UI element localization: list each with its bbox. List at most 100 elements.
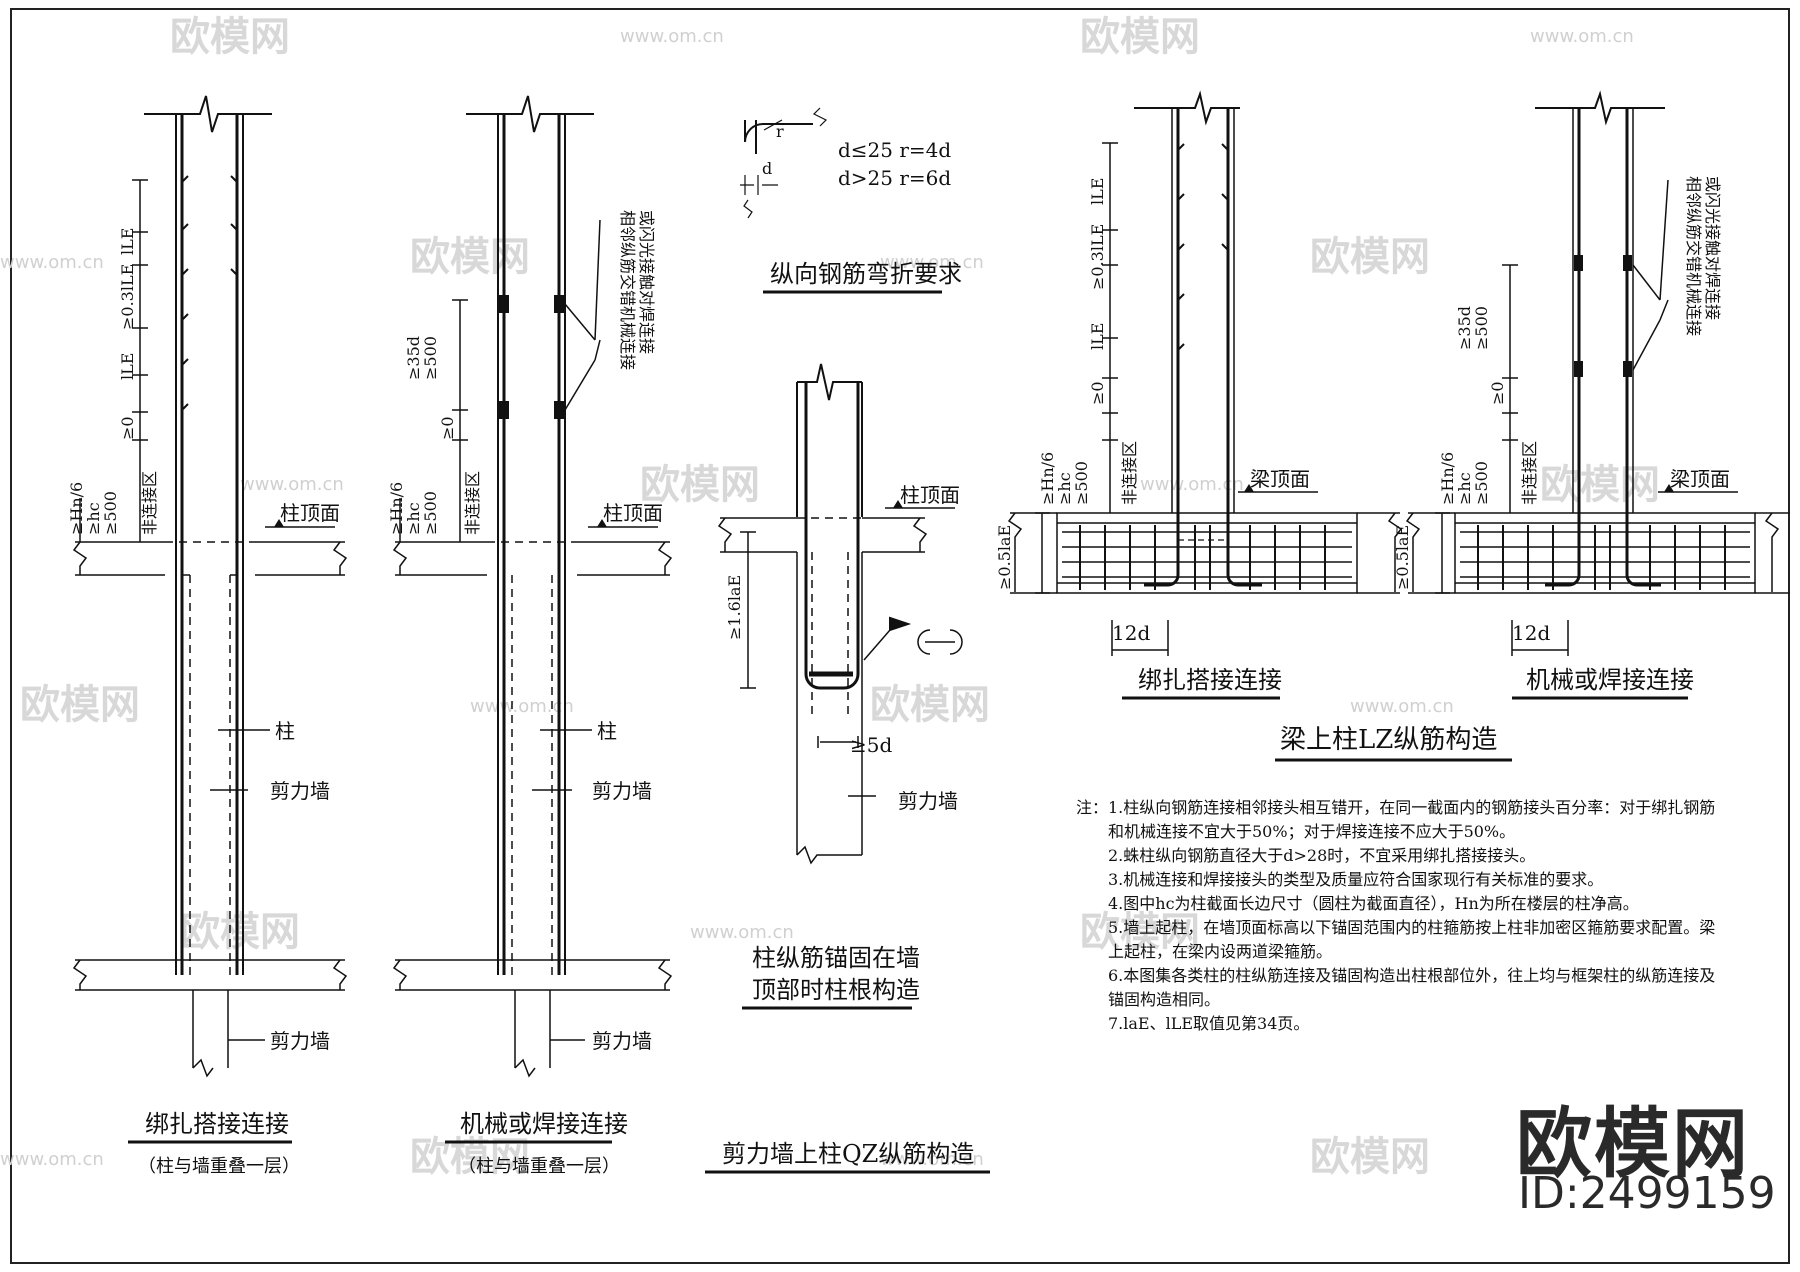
faint-url: www.om.cn: [1350, 696, 1454, 717]
right-a-03lle: ≥0.3lLE: [1088, 224, 1107, 290]
faint-url: www.om.cn: [880, 1149, 984, 1170]
right-a-lle1: lLE: [1088, 323, 1107, 350]
notes-block: 注： 1.柱纵向钢筋连接相邻接头相互错开，在同一截面内的钢筋接头百分率：对于绑扎…: [1076, 796, 1716, 1036]
note-item: 5.墙上起柱，在墙顶面标高以下锚固范围内的柱箍筋按上柱非加密区箍筋要求配置。梁上…: [1108, 918, 1716, 961]
right-a-lle2: lLE: [1088, 178, 1107, 205]
right-a-500: ≥500: [1072, 461, 1091, 505]
note-item: 7.laE、lLE取值见第34页。: [1108, 1014, 1310, 1033]
anchor-wall-label: 剪力墙: [898, 789, 958, 813]
middle-group-title: 剪力墙上柱QZ纵筋构造: [722, 1140, 974, 1168]
bend-r-label: r: [776, 122, 784, 141]
detail-left-mech: [392, 95, 673, 1078]
left-b-label-wall2: 剪力墙: [592, 1029, 652, 1053]
left-b-dim-35d: ≥35d: [404, 336, 423, 380]
faint-url: www.om.cn: [0, 252, 104, 273]
anchor-title-2: 顶部时柱根构造: [752, 976, 920, 1004]
faint-watermark: 欧模网: [1310, 234, 1430, 280]
left-a-dim-03lle: ≥0.3lLE: [118, 264, 137, 330]
faint-watermark: 欧模网: [20, 682, 140, 728]
right-a-hc: ≥hc: [1055, 472, 1074, 505]
right-a-hn6: ≥Hn/6: [1038, 452, 1057, 505]
watermark-id: ID:2499159: [1518, 1168, 1776, 1219]
left-b-note-stagger: 相邻纵筋交错机械连接: [618, 210, 637, 370]
note-item: 2.蛛柱纵向钢筋直径大于d>28时，不宜采用绑扎搭接接头。: [1108, 846, 1536, 865]
left-a-subtitle: （柱与墙重叠一层）: [138, 1156, 300, 1177]
faint-watermark: 欧模网: [1080, 14, 1200, 60]
left-a-label-zhu: 柱: [275, 719, 295, 743]
left-b-subtitle: （柱与墙重叠一层）: [458, 1156, 620, 1177]
faint-watermark: 欧模网: [180, 909, 300, 955]
drawing-border: [10, 8, 1790, 1264]
right-b-note-stagger: 相邻纵筋交错机械连接: [1684, 176, 1703, 336]
right-b-05lae: ≥0.5laE: [1393, 525, 1412, 590]
right-a-0: ≥0: [1088, 381, 1107, 405]
left-a-dim-hc: ≥hc: [84, 502, 103, 535]
right-b-0: ≥0: [1488, 381, 1507, 405]
right-b-500: ≥500: [1472, 461, 1491, 505]
left-b-title: 机械或焊接连接: [460, 1110, 628, 1138]
detail-bend: [740, 107, 828, 219]
left-b-col-top-label: 柱顶面: [603, 501, 663, 525]
left-a-dim-hn6: ≥Hn/6: [67, 482, 86, 535]
bend-title: 纵向钢筋弯折要求: [770, 260, 962, 288]
faint-url: www.om.cn: [880, 252, 984, 273]
left-b-label-wall: 剪力墙: [592, 779, 652, 803]
left-a-title: 绑扎搭接连接: [145, 1110, 289, 1138]
left-a-dim-500: ≥500: [101, 491, 120, 535]
faint-url: www.om.cn: [0, 1149, 104, 1170]
anchor-title-1: 柱纵筋锚固在墙: [752, 944, 920, 972]
right-a-nonconn: 非连接区: [1120, 441, 1139, 505]
left-b-dim-0: ≥0: [438, 416, 457, 440]
faint-url: www.om.cn: [1140, 474, 1244, 495]
detail-right-lap: [1007, 90, 1403, 656]
detail-anchor: [717, 363, 963, 865]
note-item: 4.图中hc为柱截面长边尺寸（圆柱为截面直径），Hn为所在楼层的柱净高。: [1108, 894, 1639, 913]
faint-url: www.om.cn: [620, 26, 724, 47]
faint-watermark: 欧模网: [1310, 1134, 1430, 1180]
left-a-col-top-label: 柱顶面: [280, 501, 340, 525]
faint-watermarks: 欧模网 欧模网 欧模网 欧模网 欧模网 欧模网 欧模网 欧模网 欧模网 欧模网 …: [20, 14, 1660, 1180]
detail-left-lap: [72, 95, 348, 1078]
right-b-12d: 12d: [1512, 621, 1550, 645]
left-b-dim-hn6: ≥Hn/6: [387, 482, 406, 535]
notes-head: 注：: [1076, 798, 1109, 817]
left-a-label-wall2: 剪力墙: [270, 1029, 330, 1053]
right-a-05lae: ≥0.5laE: [995, 525, 1014, 590]
left-b-dim-hc: ≥hc: [404, 502, 423, 535]
right-a-beam-top: 梁顶面: [1250, 467, 1310, 491]
faint-url: www.om.cn: [470, 696, 574, 717]
notes-list: 1.柱纵向钢筋连接相邻接头相互错开，在同一截面内的钢筋接头百分率：对于绑扎钢筋和…: [1108, 796, 1716, 1036]
note-item: 1.柱纵向钢筋连接相邻接头相互错开，在同一截面内的钢筋接头百分率：对于绑扎钢筋和…: [1108, 798, 1716, 841]
right-b-hn6: ≥Hn/6: [1438, 452, 1457, 505]
watermark-brand: 欧模网: [1516, 1099, 1750, 1188]
faint-url: www.om.cn: [240, 474, 344, 495]
faint-watermark: 欧模网: [640, 462, 760, 508]
left-a-dim-lle1: lLE: [118, 353, 137, 380]
faint-url: www.om.cn: [690, 922, 794, 943]
bend-rule-2: d>25 r=6d: [838, 166, 951, 190]
bend-rule-1: d≤25 r=4d: [838, 138, 951, 162]
notes-row: 注： 1.柱纵向钢筋连接相邻接头相互错开，在同一截面内的钢筋接头百分率：对于绑扎…: [1076, 796, 1716, 1036]
left-a-dim-lle2: lLE: [118, 228, 137, 255]
left-b-dim-500b: ≥500: [421, 336, 440, 380]
right-b-title: 机械或焊接连接: [1526, 666, 1694, 694]
faint-watermark: 欧模网: [410, 234, 530, 280]
left-b-label-zhu: 柱: [597, 719, 617, 743]
right-b-note-stagger2: 或闪光接触对焊连接: [1703, 176, 1722, 320]
note-item: 3.机械连接和焊接接头的类型及质量应符合国家现行有关标准的要求。: [1108, 870, 1604, 889]
right-b-500b: ≥500: [1472, 306, 1491, 350]
faint-watermark: 欧模网: [1080, 909, 1200, 955]
left-b-dims-nonconn: 非连接区: [463, 471, 482, 535]
anchor-dim-16lae: ≥1.6laE: [725, 575, 744, 640]
faint-watermark: 欧模网: [870, 682, 990, 728]
right-b-beam-top: 梁顶面: [1670, 467, 1730, 491]
left-a-label-wall: 剪力墙: [270, 779, 330, 803]
right-b-hc: ≥hc: [1455, 472, 1474, 505]
right-b-35d: ≥35d: [1455, 306, 1474, 350]
left-a-dims-nonconn: 非连接区: [140, 471, 159, 535]
note-item: 6.本图集各类柱的柱纵筋连接及锚固构造出柱根部位外，往上均与框架柱的纵筋连接及锚…: [1108, 966, 1716, 1009]
anchor-col-top: 柱顶面: [900, 483, 960, 507]
right-b-nonconn: 非连接区: [1520, 441, 1539, 505]
anchor-dim-5d: ≥5d: [850, 733, 892, 757]
